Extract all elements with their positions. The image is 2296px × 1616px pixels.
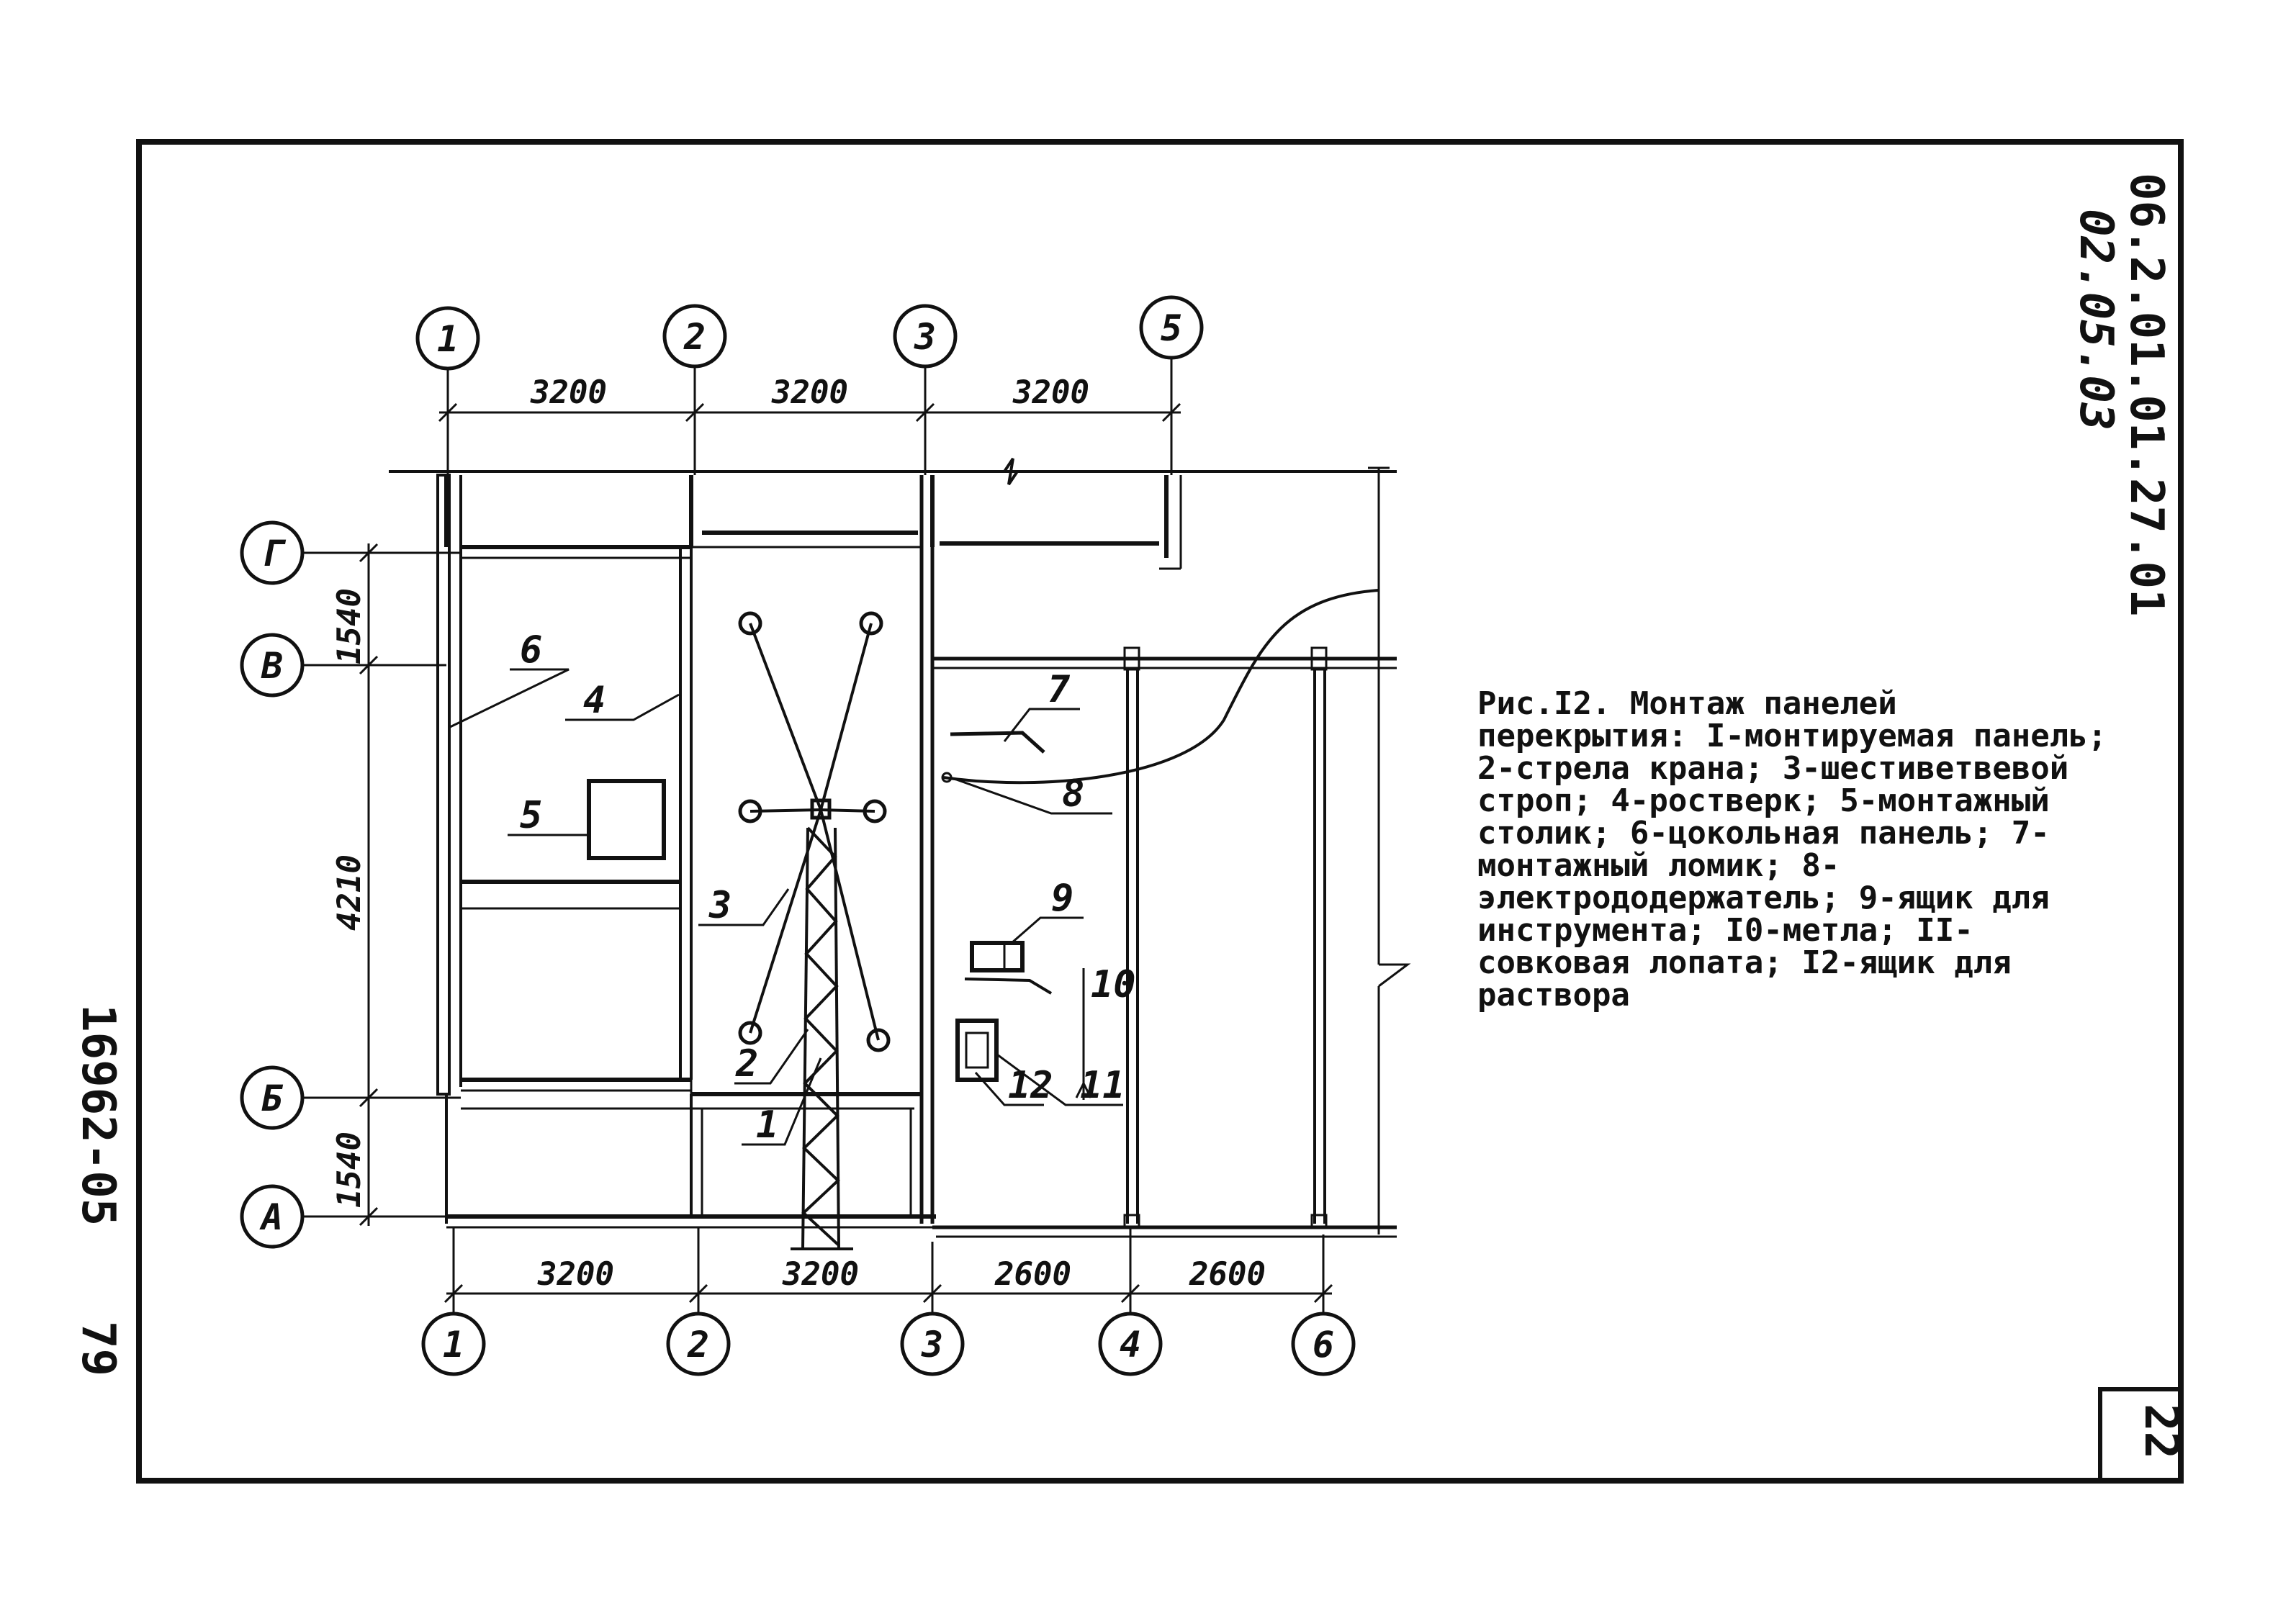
sheet-frame bbox=[136, 139, 2184, 1484]
mortar-box bbox=[955, 1019, 999, 1082]
axis-bubble-row-V: В bbox=[240, 633, 305, 698]
dim-bottom-2: 3200 bbox=[782, 1256, 859, 1293]
callout-2: 2 bbox=[735, 1042, 758, 1085]
svg-text:5: 5 bbox=[1161, 307, 1182, 349]
callout-5: 5 bbox=[520, 794, 542, 837]
svg-text:Б: Б bbox=[261, 1078, 284, 1119]
svg-text:3: 3 bbox=[914, 316, 936, 358]
axis-bubble-bottom-6: 6 bbox=[1291, 1312, 1356, 1376]
dim-left-1: 1540 bbox=[331, 588, 368, 664]
axis-bubble-bottom-1: 1 bbox=[421, 1312, 486, 1376]
callout-4: 4 bbox=[583, 679, 605, 722]
callout-9: 9 bbox=[1051, 877, 1073, 920]
dim-top-3: 3200 bbox=[1012, 374, 1089, 411]
axis-bubble-bottom-2: 2 bbox=[666, 1312, 731, 1376]
dim-left-3: 1540 bbox=[331, 1132, 368, 1208]
callout-3: 3 bbox=[708, 884, 731, 927]
doc-code-1: 06.2.01.01.27.01 bbox=[2120, 173, 2173, 617]
axis-bubble-top-2: 2 bbox=[662, 304, 727, 369]
page-number: 22 bbox=[2134, 1404, 2187, 1459]
row-axis-leaders bbox=[302, 551, 461, 1218]
left-dimension-line bbox=[359, 543, 379, 1227]
svg-text:4: 4 bbox=[1120, 1324, 1141, 1366]
svg-text:3: 3 bbox=[921, 1324, 943, 1366]
axis-bubble-top-1: 1 bbox=[415, 306, 480, 371]
svg-text:1: 1 bbox=[437, 318, 459, 360]
svg-text:2: 2 bbox=[683, 316, 706, 358]
axis-bubble-row-G: Г bbox=[240, 520, 305, 585]
doc-code-2: 02.05.03 bbox=[2069, 209, 2122, 430]
broom bbox=[1075, 968, 1092, 1100]
callout-12: 12 bbox=[1008, 1064, 1053, 1107]
top-dimension-line bbox=[438, 402, 1181, 423]
axis-bubble-top-3: 3 bbox=[893, 304, 958, 369]
callout-leaders bbox=[449, 668, 1123, 1146]
callout-10: 10 bbox=[1091, 963, 1136, 1006]
page-number-box bbox=[2098, 1387, 2183, 1483]
side-code: 16962-05 bbox=[71, 1004, 125, 1226]
bottom-axis-leaders bbox=[452, 1227, 1325, 1314]
figure-caption: Рис.I2. Монтаж панелей перекрытия: I-мон… bbox=[1477, 685, 2107, 1014]
axis-bubble-bottom-4: 4 bbox=[1098, 1312, 1163, 1376]
mounting-table bbox=[587, 779, 666, 860]
svg-text:В: В bbox=[261, 645, 283, 687]
crane-boom bbox=[791, 826, 853, 1250]
svg-text:2: 2 bbox=[687, 1324, 709, 1366]
svg-text:Г: Г bbox=[261, 533, 287, 574]
axis-bubble-top-5: 5 bbox=[1139, 295, 1204, 360]
svg-text:А: А bbox=[259, 1196, 283, 1238]
dim-left-2: 4210 bbox=[331, 854, 368, 931]
dim-bottom-1: 3200 bbox=[537, 1256, 614, 1293]
callout-11: 11 bbox=[1080, 1064, 1125, 1107]
dim-top-2: 3200 bbox=[771, 374, 848, 411]
dim-bottom-4: 2600 bbox=[1189, 1256, 1266, 1293]
axis-bubble-bottom-3: 3 bbox=[900, 1312, 965, 1376]
svg-text:6: 6 bbox=[1313, 1324, 1334, 1366]
bottom-dimension-line bbox=[444, 1283, 1333, 1304]
dim-bottom-3: 2600 bbox=[994, 1256, 1071, 1293]
callout-1: 1 bbox=[756, 1103, 778, 1147]
floor-plan bbox=[389, 457, 1411, 1238]
six-leg-sling bbox=[738, 611, 891, 1052]
top-axis-leaders bbox=[446, 358, 1173, 475]
callout-6: 6 bbox=[520, 628, 542, 672]
svg-text:1: 1 bbox=[443, 1324, 464, 1366]
axis-bubble-row-B: Б bbox=[240, 1065, 305, 1130]
instrument-box bbox=[970, 941, 1025, 972]
axis-bubble-row-A: А bbox=[240, 1184, 305, 1249]
side-page: 79 bbox=[71, 1321, 125, 1376]
callout-7: 7 bbox=[1048, 668, 1071, 711]
callout-8: 8 bbox=[1062, 772, 1084, 816]
dim-top-1: 3200 bbox=[530, 374, 607, 411]
crowbar bbox=[950, 731, 1045, 754]
